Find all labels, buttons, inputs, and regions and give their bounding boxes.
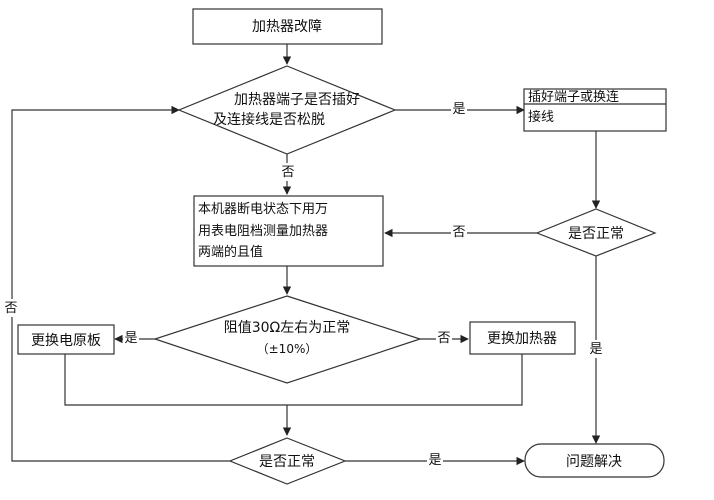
resistance-check-decision: 阻值30Ω左右为正常 （±10%）	[153, 295, 422, 384]
bottom-normal-check-label: 是否正常	[259, 454, 315, 470]
label-top-check-yes: 是	[589, 342, 602, 357]
fix-terminal-line-2: 接线	[528, 109, 554, 125]
top-normal-check-label: 是否正常	[568, 226, 624, 242]
replace-heater-node: 更换加热器	[469, 321, 576, 355]
start-node: 加热器改障	[192, 8, 383, 45]
solved-node: 问题解决	[524, 443, 665, 478]
fix-terminal-node: 插好端子或换连 接线	[523, 88, 667, 132]
resistance-check-line-2: （±10%）	[257, 342, 318, 356]
arrow-loop-back	[11, 105, 230, 462]
top-normal-check-decision: 是否正常	[535, 208, 657, 257]
replace-heater-label: 更换加热器	[487, 330, 557, 347]
branch-labels: 是 否 否 是 是 否 否 是	[3, 100, 604, 469]
measure-line-2: 用表电阻档测量加热器	[198, 224, 328, 239]
measure-line-3: 两端的且值	[198, 244, 263, 260]
terminal-check-decision: 加热器端子是否插好 及连接线是否松脱	[177, 65, 397, 155]
measure-line-1: 本机器断电状态下用万	[198, 202, 328, 217]
resistance-check-line-1: 阻值30Ω左右为正常	[224, 320, 351, 336]
merge-line	[64, 354, 523, 406]
label-loop-no: 否	[4, 301, 17, 316]
label-resistance-no: 否	[437, 331, 450, 346]
solved-label: 问题解决	[566, 454, 622, 470]
start-label: 加热器改障	[252, 19, 322, 35]
label-terminal-no: 否	[281, 165, 294, 180]
measure-node: 本机器断电状态下用万 用表电阻档测量加热器 两端的且值	[193, 195, 384, 267]
bottom-normal-check-decision: 是否正常	[228, 437, 347, 485]
label-resistance-yes: 是	[124, 331, 137, 346]
label-top-check-no: 否	[452, 225, 465, 240]
terminal-check-line-2: 及连接线是否松脱	[213, 111, 325, 128]
label-bottom-yes: 是	[428, 453, 441, 468]
terminal-check-line-1: 加热器端子是否插好	[234, 92, 360, 108]
replace-board-node: 更换电原板	[17, 324, 115, 355]
label-terminal-yes: 是	[452, 102, 465, 117]
fix-terminal-line-1: 插好端子或换连	[528, 89, 619, 105]
replace-board-label: 更换电原板	[31, 332, 101, 349]
